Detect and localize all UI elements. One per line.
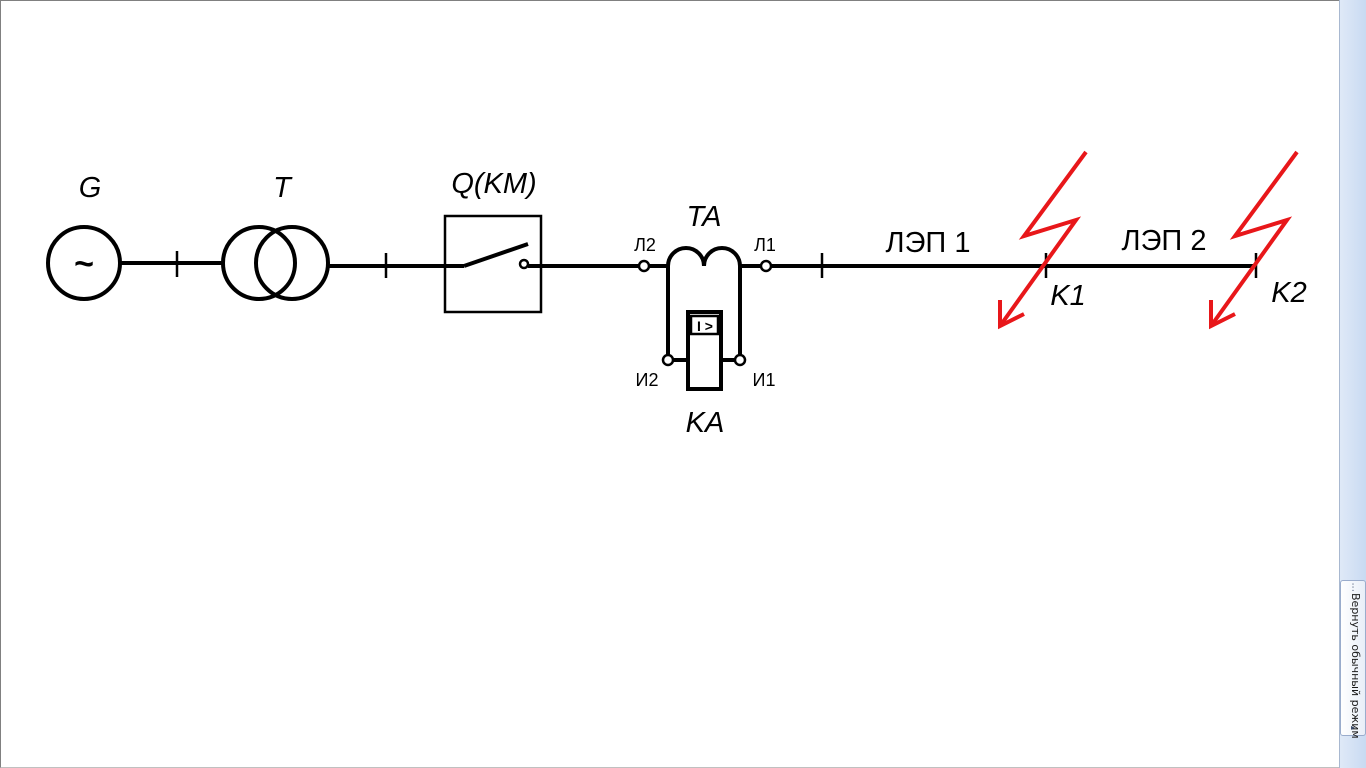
terminal-l1-label: Л1 <box>754 235 776 255</box>
ta-label: TA <box>687 201 722 233</box>
expand-arrow-icon: ▸ <box>1350 723 1355 732</box>
fault-k2-lightning-icon <box>1209 150 1299 330</box>
transformer-symbol <box>221 225 330 301</box>
generator-label: G <box>79 172 102 204</box>
current-transformer-symbol <box>637 246 773 356</box>
restore-normal-view-button[interactable]: ⋮ Вернуть обычный режим ▸ <box>1340 580 1366 739</box>
terminal-i1-label: И1 <box>753 370 776 390</box>
fault-k1-lightning-icon <box>998 150 1088 330</box>
terminal-l2-label: Л2 <box>634 235 656 255</box>
relay-label: KA <box>686 407 725 439</box>
restore-normal-view-label: Вернуть обычный режим <box>1349 593 1362 739</box>
fault-k2-label: K2 <box>1271 277 1306 309</box>
grip-icon: ⋮ <box>1348 583 1358 593</box>
generator-symbol: ~ <box>46 225 122 301</box>
line2-label: ЛЭП 2 <box>1122 225 1207 257</box>
relay-symbol-text: I > <box>697 318 713 334</box>
fault-k1-label: K1 <box>1050 280 1085 312</box>
single-line-diagram: ~ G T Q(KM) TA Л2 Л1 I > <box>46 150 1307 439</box>
terminal-i2-label: И2 <box>636 370 659 390</box>
relay-symbol: I > <box>661 310 747 391</box>
line1-label: ЛЭП 1 <box>886 227 971 259</box>
breaker-label: Q(KM) <box>451 168 536 200</box>
transformer-label: T <box>273 172 293 204</box>
generator-tilde: ~ <box>74 245 94 283</box>
